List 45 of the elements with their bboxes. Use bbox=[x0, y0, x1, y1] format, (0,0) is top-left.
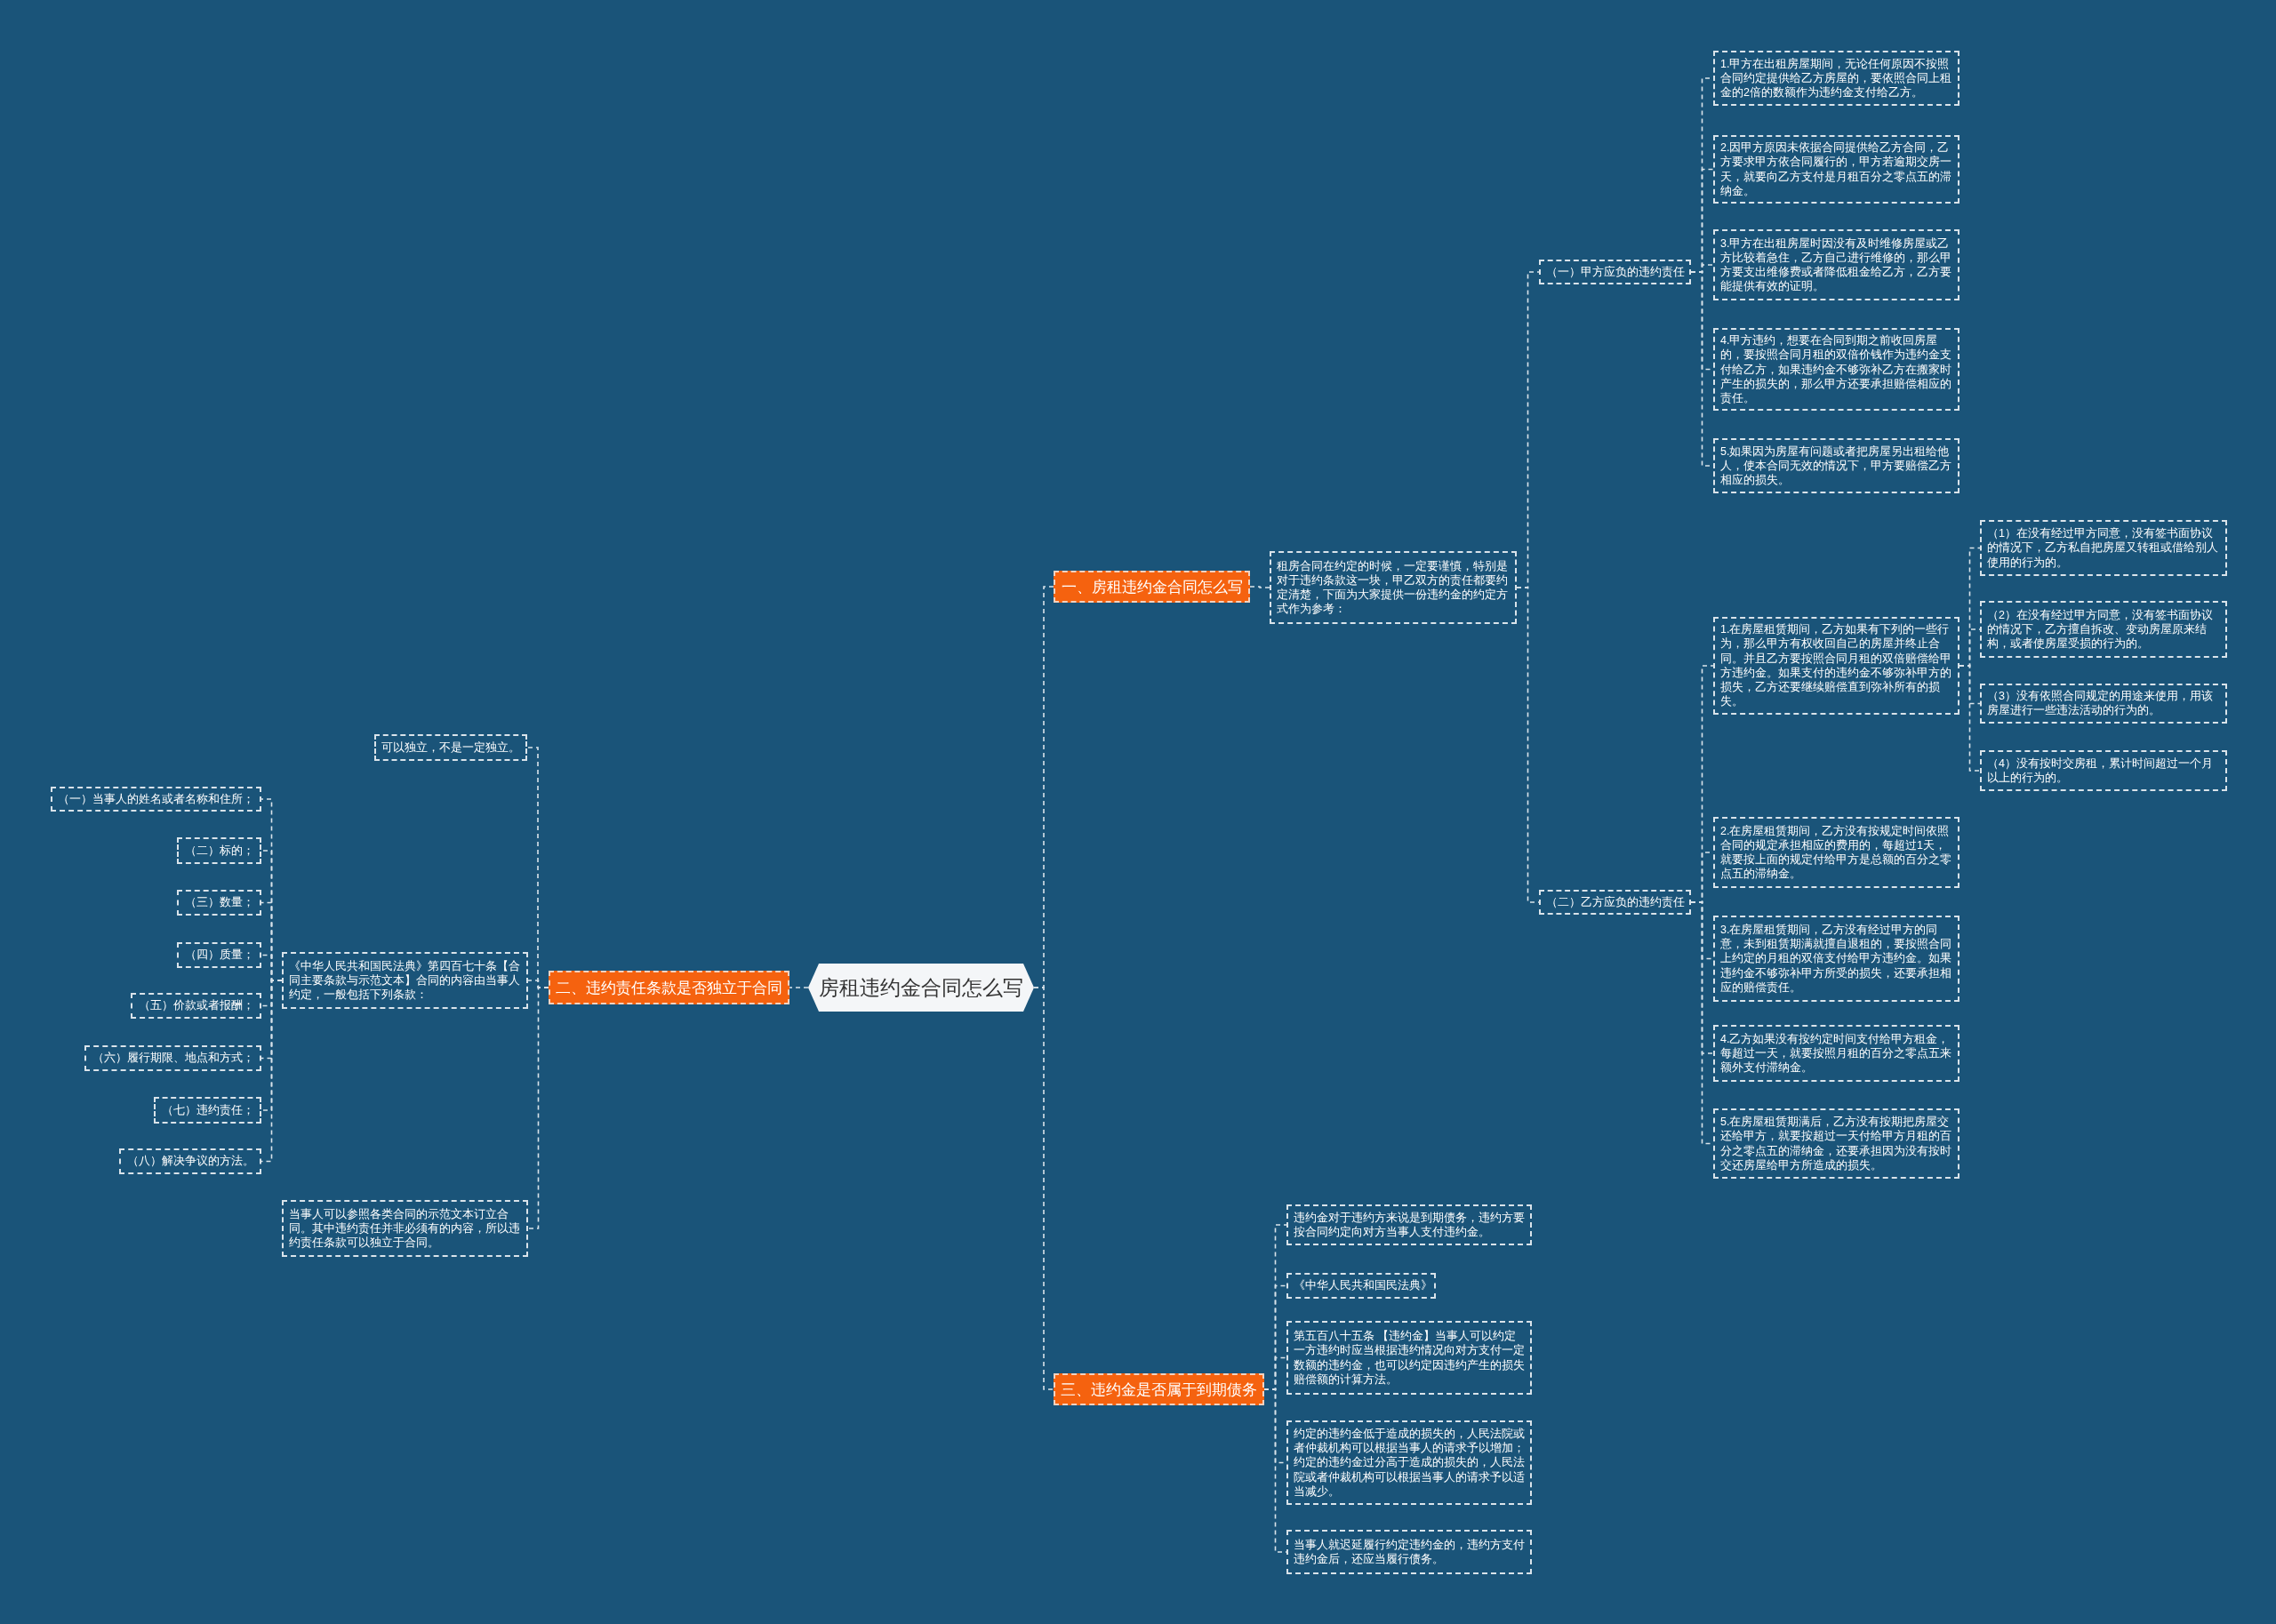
branch-box: 一、房租违约金合同怎么写 bbox=[1054, 571, 1250, 603]
text-box: （七）违约责任； bbox=[154, 1097, 261, 1124]
text-box: 《中华人民共和国民法典》 bbox=[1286, 1273, 1436, 1299]
text-box: 4.乙方如果没有按约定时间支付给甲方租金，每超过一天，就要按照月租的百分之零点五来额外支付滞纳金。 bbox=[1713, 1025, 1959, 1082]
text-box: （一）甲方应负的违约责任 bbox=[1539, 260, 1691, 285]
text-box: （四）质量； bbox=[177, 942, 261, 968]
text-box: 4.甲方违约，想要在合同到期之前收回房屋的，要按照合同月租的双倍价钱作为违约金支付给乙方，如果违约金不够弥补乙方在搬家时产生的损失的，那么甲方还要承担赔偿相应的责任。 bbox=[1713, 328, 1959, 412]
branch-box: 三、违约金是否属于到期债务 bbox=[1054, 1373, 1264, 1405]
connector-line bbox=[1263, 1388, 1287, 1553]
text-box: 可以独立，不是一定独立。 bbox=[374, 734, 527, 761]
connector-line bbox=[527, 987, 549, 1229]
text-box: （4）没有按时交房租，累计时间超过一个月以上的行为的。 bbox=[1980, 750, 2227, 791]
connector-line bbox=[1249, 586, 1270, 588]
text-box: （五）价款或者报酬； bbox=[131, 993, 261, 1019]
text-box: 5.在房屋租赁期满后，乙方没有按期把房屋交还给甲方，就要按超过一天付给甲方月租的百分之零点五的滞纳金，还要承担因为没有按时交还房屋给甲方所造成的损失。 bbox=[1713, 1108, 1959, 1179]
text-box: 当事人可以参照各类合同的示范文本订立合同。其中违约责任并非必须有的内容，所以违约责任条款可以独立于合同。 bbox=[282, 1200, 528, 1257]
text-box: 第五百八十五条 【违约金】当事人可以约定一方违约时应当根据违约情况向对方支付一定数额的违约金，也可以约定因违约产生的损失赔偿额的计算方法。 bbox=[1286, 1321, 1532, 1395]
text-box: （一）当事人的姓名或者名称和住所； bbox=[51, 787, 261, 812]
text-box: 3.在房屋租赁期间，乙方没有经过甲方的同意，未到租赁期满就擅自退租的，要按照合同上约定的月租的双倍支付给甲方违约金。如果违约金不够弥补甲方所受的损失，还要承担相应的赔偿责任。 bbox=[1713, 916, 1959, 1002]
text-box: 租房合同在约定的时候，一定要谨慎，特别是对于违约条款这一块，甲乙双方的责任都要约定清楚，下面为大家提供一份违约金的约定方式作为参考： bbox=[1270, 551, 1517, 624]
text-box: 3.甲方在出租房屋时因没有及时维修房屋或乙方比较着急住，乙方自己进行维修的，那么甲方要支出维修费或者降低租金给乙方，乙方要能提供有效的证明。 bbox=[1713, 229, 1959, 300]
text-box: （3）没有依照合同规定的用途来使用，用该房屋进行一些违法活动的行为的。 bbox=[1980, 684, 2227, 724]
text-box: 《中华人民共和国民法典》第四百七十条【合同主要条款与示范文本】合同的内容由当事人约定，一般包括下列条款： bbox=[282, 952, 528, 1009]
text-box: （六）履行期限、地点和方式； bbox=[84, 1045, 261, 1071]
text-box: （八）解决争议的方法。 bbox=[119, 1148, 261, 1174]
text-box: 1.在房屋租赁期间，乙方如果有下列的一些行为，那么甲方有权收回自己的房屋并终止合同。并且乙方要按照合同月租的双倍赔偿给甲方违约金。如果支付的违约金不够弥补甲方的损失，乙方还要继续赔偿直到弥补所有的损失。 bbox=[1713, 617, 1959, 715]
text-box: 违约金对于违约方来说是到期债务，违约方要按合同约定向对方当事人支付违约金。 bbox=[1286, 1204, 1532, 1245]
text-box: （二）乙方应负的违约责任 bbox=[1539, 890, 1691, 916]
text-box: 2.因甲方原因未依据合同提供给乙方合同，乙方要求甲方依合同履行的，甲方若逾期交房一天，就要向乙方支付是月租百分之零点五的滞纳金。 bbox=[1713, 135, 1959, 204]
connector-line bbox=[1033, 987, 1054, 1390]
text-box: （二）标的； bbox=[177, 837, 261, 864]
connector-line bbox=[789, 987, 809, 988]
connector-line bbox=[260, 980, 283, 1163]
text-box: 当事人就迟延履行约定违约金的，违约方支付违约金后，还应当履行债务。 bbox=[1286, 1530, 1532, 1574]
connector-line bbox=[1516, 587, 1540, 903]
branch-box: 二、违约责任条款是否独立于合同 bbox=[549, 971, 789, 1004]
text-box: 约定的违约金低于造成的损失的，人民法院或者仲裁机构可以根据当事人的请求予以增加；约定的违约金过分高于造成的损失的，人民法院或者仲裁机构可以根据当事人的请求予以适当减少。 bbox=[1286, 1420, 1532, 1505]
text-box: （2）在没有经过甲方同意，没有签书面协议的情况下，乙方擅自拆改、变动房屋原来结构，或者使房屋受损的行为的。 bbox=[1980, 601, 2227, 658]
text-box: 2.在房屋租赁期间，乙方没有按规定时间依照合同的规定承担相应的费用的，每超过1天，就要按上面的规定付给甲方是总额的百分之零点五的滞纳金。 bbox=[1713, 817, 1959, 888]
text-box: （三）数量； bbox=[177, 890, 261, 916]
connector-line bbox=[1959, 665, 1981, 772]
text-box: 1.甲方在出租房屋期间，无论任何原因不按照合同约定提供给乙方房屋的，要依照合同上租金的2倍的数额作为违约金支付给乙方。 bbox=[1713, 51, 1959, 106]
text-box: 5.如果因为房屋有问题或者把房屋另出租给他人，使本合同无效的情况下，甲方要赔偿乙方相应的损失。 bbox=[1713, 438, 1959, 493]
text-box: （1）在没有经过甲方同意，没有签书面协议的情况下，乙方私自把房屋又转租或借给别人使用的行为的。 bbox=[1980, 520, 2227, 576]
central-topic: 房租违约金合同怎么写 bbox=[808, 964, 1034, 1012]
